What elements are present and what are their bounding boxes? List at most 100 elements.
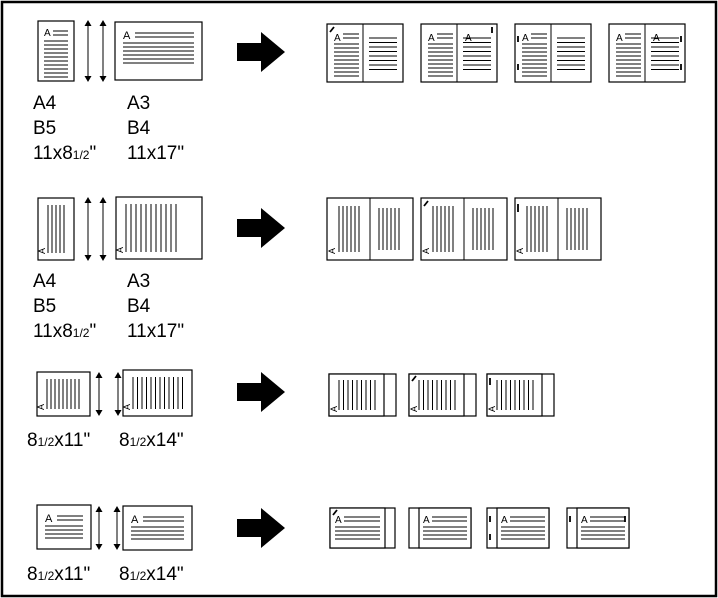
row3-left-size: 81/2x11" [27,431,90,450]
row2-output-1-letter: A [327,248,337,254]
row2-left-size-1: A4 [33,271,57,292]
row1-right-size-1: A3 [127,93,151,114]
row2-output-2-staple [423,200,429,207]
row4-double-arrow-1-head-up [95,506,103,512]
row1-direction-arrow [237,32,285,72]
row4-double-arrow-1-head-down [95,544,103,550]
row4-right-size: 81/2x14" [119,565,184,584]
row2-landscape-page: A [115,196,203,260]
row4-output-1-front [329,507,386,549]
row1-portrait-page: A [37,20,75,82]
row1-output-3-letter: A [522,33,529,44]
row1-landscape-page: A [114,21,203,81]
row4-landscape-page-letter: A [131,514,139,526]
row3-double-arrow-1 [95,372,103,416]
row3-direction-arrow [237,372,285,412]
row3-double-arrow-2-head-down [114,410,122,416]
row4-right-frac: 1/2 [129,569,147,583]
row2-portrait-page: A [37,197,75,261]
row2-left-whole: 11x8 [33,321,73,342]
row1-portrait-page-letter: A [44,28,51,39]
row4-double-arrow-2 [113,506,121,550]
row2-double-arrow-1-head-up [84,197,92,203]
row4-left-size: 81/2x11" [27,565,90,584]
row4-left-frac: 1/2 [37,569,55,583]
row3-portrait-page-letter: A [36,404,46,410]
row1-left-size-1: A4 [33,93,57,114]
row2-direction-arrow [237,208,285,248]
row1-output-4-letter2: A [653,33,660,44]
row4-right-whole: 8 [119,564,130,585]
row3-landscape-page-letter: A [122,404,132,410]
row1-output-1-letter: A [334,33,341,44]
row4-output-4-front [576,507,630,549]
row2-right-size-2: B4 [127,296,151,317]
row4-landscape-page-outline [122,505,193,551]
row4-output-1-staple [332,509,338,516]
row3-output-1: A [328,373,397,417]
row3-output-2-letter: A [409,406,419,412]
row3-portrait-page: A [36,371,91,417]
row4-left-whole: 8 [27,564,38,585]
row3-output-3: A [486,373,555,417]
row4-double-arrow-2-head-down [113,544,121,550]
row4-direction-arrow [237,508,285,548]
row2-double-arrow-2-head-up [99,197,107,203]
row4-right-rest: x14" [146,564,184,585]
row4-portrait-page-letter: A [45,513,53,525]
row1-output-2-letter: A [428,33,435,44]
row1-right-size-2: B4 [127,118,151,139]
row4-double-arrow-1 [95,506,103,550]
row4-portrait-page: A [36,504,92,550]
row4-output-1: A [329,507,396,549]
row3-left-whole: 8 [27,430,38,451]
row3-double-arrow-1-head-up [95,372,103,378]
row4-output-2: A [408,507,472,549]
row2-landscape-page-outline [115,196,203,260]
row2-output-3: A [514,197,602,261]
row2-left-suffix: " [89,321,97,342]
row2-left-frac: 1/2 [72,326,90,340]
row1-double-arrow-2 [99,20,107,82]
row1-output-2-letter2: A [465,33,472,44]
row3-double-arrow-1-head-down [95,410,103,416]
row1-left-suffix: " [89,143,97,164]
row3-right-frac: 1/2 [129,435,147,449]
row4-output-3: A [486,507,550,549]
row1-landscape-page-letter: A [123,30,131,42]
row3-right-whole: 8 [119,430,130,451]
row4-output-3-front [496,507,550,549]
row2-double-arrow-1-head-down [84,255,92,261]
row1-double-arrow-2-head-down [99,76,107,82]
row3-double-arrow-2 [114,372,122,416]
row2-double-arrow-2-head-down [99,255,107,261]
row2-portrait-page-letter: A [37,248,47,254]
row3-output-2: A [408,373,477,417]
row4-output-4: A [566,507,630,549]
row1-double-arrow-1-head-up [84,20,92,26]
row2-output-2-letter: A [421,248,431,254]
row2-landscape-page-letter: A [115,247,125,253]
row4-output-4-letter: A [581,515,588,526]
row3-landscape-page-outline [122,369,193,417]
row1-left-size-3: 11x81/2" [33,144,96,163]
row1-left-whole: 11x8 [33,143,73,164]
row3-output-1-letter: A [329,406,339,412]
row3-left-frac: 1/2 [37,435,55,449]
row4-output-1-letter: A [335,515,342,526]
row2-double-arrow-2 [99,197,107,261]
row1-double-arrow-2-head-up [99,20,107,26]
row3-double-arrow-2-head-up [114,372,122,378]
row2-right-size-1: A3 [127,271,151,292]
row3-right-rest: x14" [146,430,184,451]
row1-output-3: A [514,23,592,83]
row4-double-arrow-2-head-up [113,506,121,512]
row1-double-arrow-1-head-down [84,76,92,82]
row4-landscape-page: A [122,505,193,551]
row1-left-frac: 1/2 [72,148,90,162]
row4-left-rest: x11" [54,564,91,585]
row4-portrait-page-outline [36,504,92,550]
